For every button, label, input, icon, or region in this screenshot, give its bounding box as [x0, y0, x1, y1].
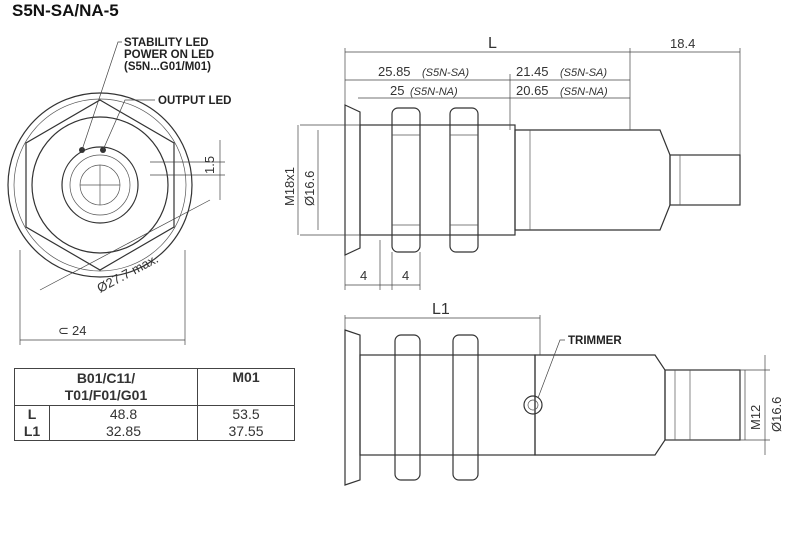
svg-text:(S5N-NA): (S5N-NA) [560, 86, 608, 98]
dim-25-85: 25.85 [378, 64, 411, 79]
dim-4a: 4 [360, 268, 367, 283]
side-view: L 18.4 25.85 (S5N-SA) 21.45 (S5N-SA) 25 … [282, 35, 741, 290]
svg-text:(S5N-SA): (S5N-SA) [422, 67, 469, 79]
dim-27-7: Ø27.7 max. [94, 251, 160, 296]
dim-16-6: Ø16.6 [302, 171, 317, 206]
dim-L: L [488, 35, 497, 52]
wrench-icon: ⊂ [58, 323, 69, 338]
dim-21-45: 21.45 [516, 64, 549, 79]
front-view: STABILITY LED POWER ON LED (S5N...G01/M0… [7, 37, 231, 345]
output-led-label: OUTPUT LED [158, 95, 231, 107]
dim-24: 24 [72, 323, 86, 338]
dim-25: 25 [390, 83, 404, 98]
dim-m18: M18x1 [282, 167, 297, 206]
dim-20-65: 20.65 [516, 83, 549, 98]
power-led-label: POWER ON LED [124, 49, 214, 61]
dim-18-4: 18.4 [670, 36, 695, 51]
dim-1-5: 1.5 [202, 156, 217, 174]
drawing-title: S5N-SA/NA-5 [12, 1, 119, 20]
side-view-bottom: L1 TRIMMER M12 Ø16.6 [344, 301, 784, 486]
svg-text:(S5N-SA): (S5N-SA) [560, 67, 607, 79]
trimmer-label: TRIMMER [568, 335, 622, 347]
dim-L1: L1 [432, 301, 450, 318]
dim-4b: 4 [402, 268, 409, 283]
stability-led-label: STABILITY LED [124, 37, 209, 49]
svg-text:(S5N-NA): (S5N-NA) [410, 86, 458, 98]
dim-16-6b: Ø16.6 [769, 397, 784, 432]
dim-m12: M12 [748, 405, 763, 430]
power-led-note: (S5N...G01/M01) [124, 61, 211, 73]
